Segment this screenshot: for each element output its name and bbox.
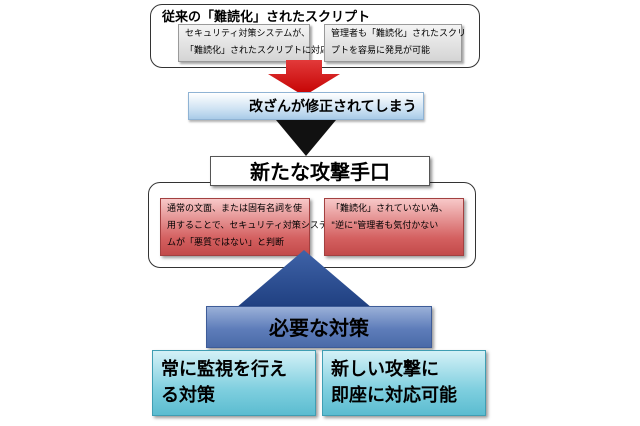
blue-up-triangle (236, 250, 372, 308)
tampering-fixed-step: 改ざんが修正されてしまう (188, 92, 424, 120)
legacy-point-admin: 管理者も「難読化」されたスクリ プトを容易に発見が可能 (324, 24, 467, 62)
attack-point-line: 通常の文面、または固有名詞を使 (167, 204, 303, 214)
legacy-point-line: プトを容易に発見が可能 (331, 46, 431, 56)
attack-point-line: "逆に"管理者も気付かない (331, 221, 439, 231)
legacy-point-security-system: セキュリティ対策システムが、 「難読化」されたスクリプトに対応 (178, 24, 330, 62)
attack-point-line: 「難読化」されていない為、 (331, 204, 448, 214)
legacy-point-line: 「難読化」されたスクリプトに対応 (185, 46, 330, 56)
attack-point-line: 用することで、セキュリティ対策システ (167, 221, 328, 231)
legacy-point-line: 管理者も「難読化」されたスクリ (331, 29, 467, 39)
countermeasure-line: 新しい攻撃に (331, 359, 439, 380)
countermeasure-line: る対策 (161, 385, 215, 406)
countermeasure-rapid-response: 新しい攻撃に 即座に対応可能 (322, 350, 486, 416)
red-down-arrow (268, 60, 340, 96)
new-attack-title: 新たな攻撃手口 (210, 156, 430, 186)
legacy-script-title: 従来の「難読化」されたスクリプト (162, 10, 371, 25)
required-countermeasures-title: 必要な対策 (206, 306, 432, 348)
red-arrow-shape (268, 60, 340, 96)
black-down-triangle (276, 120, 336, 156)
attack-point-line: ムが「悪質ではない」と判断 (167, 238, 285, 248)
countermeasure-line: 即座に対応可能 (331, 385, 457, 406)
countermeasure-line: 常に監視を行え (161, 359, 287, 380)
countermeasure-monitoring: 常に監視を行え る対策 (152, 350, 316, 416)
attack-point-admin-unaware: 「難読化」されていない為、 "逆に"管理者も気付かない (324, 198, 464, 256)
black-triangle-shape (276, 120, 336, 156)
blue-triangle-shape (236, 250, 372, 308)
attack-point-evades-detection: 通常の文面、または固有名詞を使 用することで、セキュリティ対策システ ムが「悪質… (160, 198, 328, 256)
legacy-point-line: セキュリティ対策システムが、 (185, 29, 311, 39)
